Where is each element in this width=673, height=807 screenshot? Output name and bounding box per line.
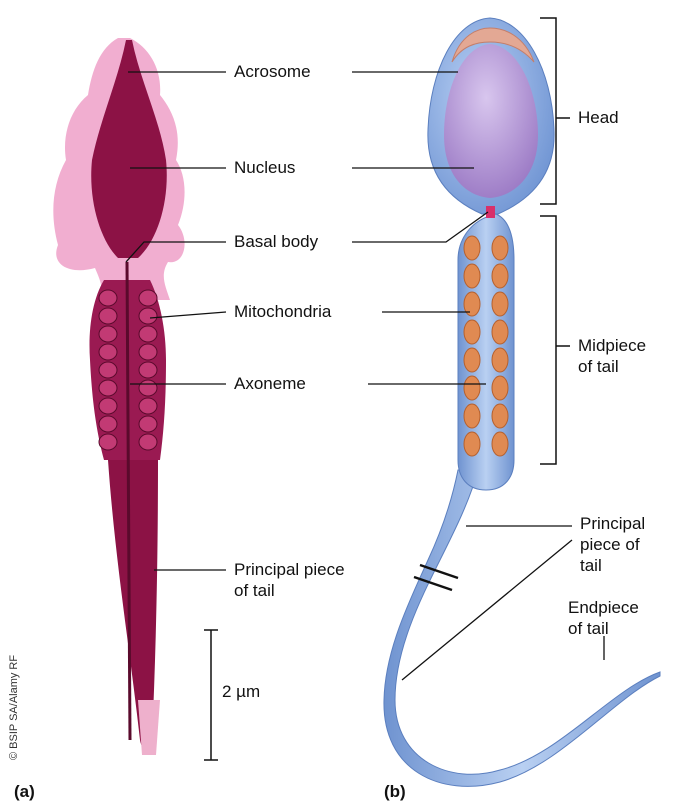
- endpiece-label-2: of tail: [568, 619, 609, 639]
- principal-piece-label-a: Principal piece: [234, 560, 345, 580]
- principal-piece-label-b: Principal: [580, 514, 645, 534]
- micrograph-mitochondrion: [99, 362, 117, 378]
- midpiece-label-2: of tail: [578, 357, 619, 377]
- midpiece-label: Midpiece: [578, 336, 646, 356]
- micrograph-mitochondrion: [139, 290, 157, 306]
- micrograph-mitochondrion: [99, 326, 117, 342]
- photo-credit: © BSIP SA/Alamy RF: [8, 655, 20, 760]
- micrograph-mitochondrion: [139, 362, 157, 378]
- mitochondrion: [464, 376, 480, 400]
- mitochondrion: [492, 320, 508, 344]
- mitochondrion: [464, 236, 480, 260]
- micrograph-mitochondrion: [139, 416, 157, 432]
- head-label: Head: [578, 108, 619, 128]
- micrograph-mitochondrion: [99, 380, 117, 396]
- mitochondrion: [492, 348, 508, 372]
- panel-a-label: (a): [14, 782, 35, 802]
- micrograph-mitochondrion: [139, 344, 157, 360]
- principal-piece-label-b-2: piece of: [580, 535, 640, 555]
- mitochondrion: [464, 320, 480, 344]
- micrograph-tail-end: [138, 700, 160, 755]
- basal-body-label: Basal body: [234, 232, 318, 252]
- micrograph-mitochondrion: [99, 308, 117, 324]
- axoneme-label: Axoneme: [234, 374, 306, 394]
- scale-bar-label: 2 µm: [222, 682, 260, 702]
- micrograph-mitochondrion: [139, 308, 157, 324]
- micrograph: [53, 38, 184, 755]
- sperm-drawing: [384, 18, 660, 786]
- principal-piece-label-a-2: of tail: [234, 581, 275, 601]
- mitochondrion: [464, 404, 480, 428]
- micrograph-mitochondrion: [99, 344, 117, 360]
- mitochondrion: [464, 432, 480, 456]
- micrograph-mitochondrion: [99, 416, 117, 432]
- micrograph-mitochondrion: [139, 380, 157, 396]
- panel-b-label: (b): [384, 782, 406, 802]
- micrograph-mitochondrion: [99, 434, 117, 450]
- mitochondrion: [492, 376, 508, 400]
- micrograph-mitochondrion: [99, 398, 117, 414]
- mitochondrion: [492, 264, 508, 288]
- nucleus-label: Nucleus: [234, 158, 295, 178]
- mitochondrion: [464, 348, 480, 372]
- mitochondrion: [492, 432, 508, 456]
- endpiece-label: Endpiece: [568, 598, 639, 618]
- micrograph-mitochondrion: [139, 398, 157, 414]
- mitochondrion: [492, 236, 508, 260]
- principal-piece-label-b-3: tail: [580, 556, 602, 576]
- mitochondrion: [464, 264, 480, 288]
- scale-bar: [204, 630, 218, 760]
- mitochondrion: [492, 404, 508, 428]
- acrosome-label: Acrosome: [234, 62, 311, 82]
- micrograph-mitochondrion: [99, 290, 117, 306]
- micrograph-mitochondrion: [139, 434, 157, 450]
- mitochondria-label: Mitochondria: [234, 302, 331, 322]
- mitochondrion: [492, 292, 508, 316]
- midpiece-bracket: [540, 216, 556, 464]
- micrograph-mitochondrion: [139, 326, 157, 342]
